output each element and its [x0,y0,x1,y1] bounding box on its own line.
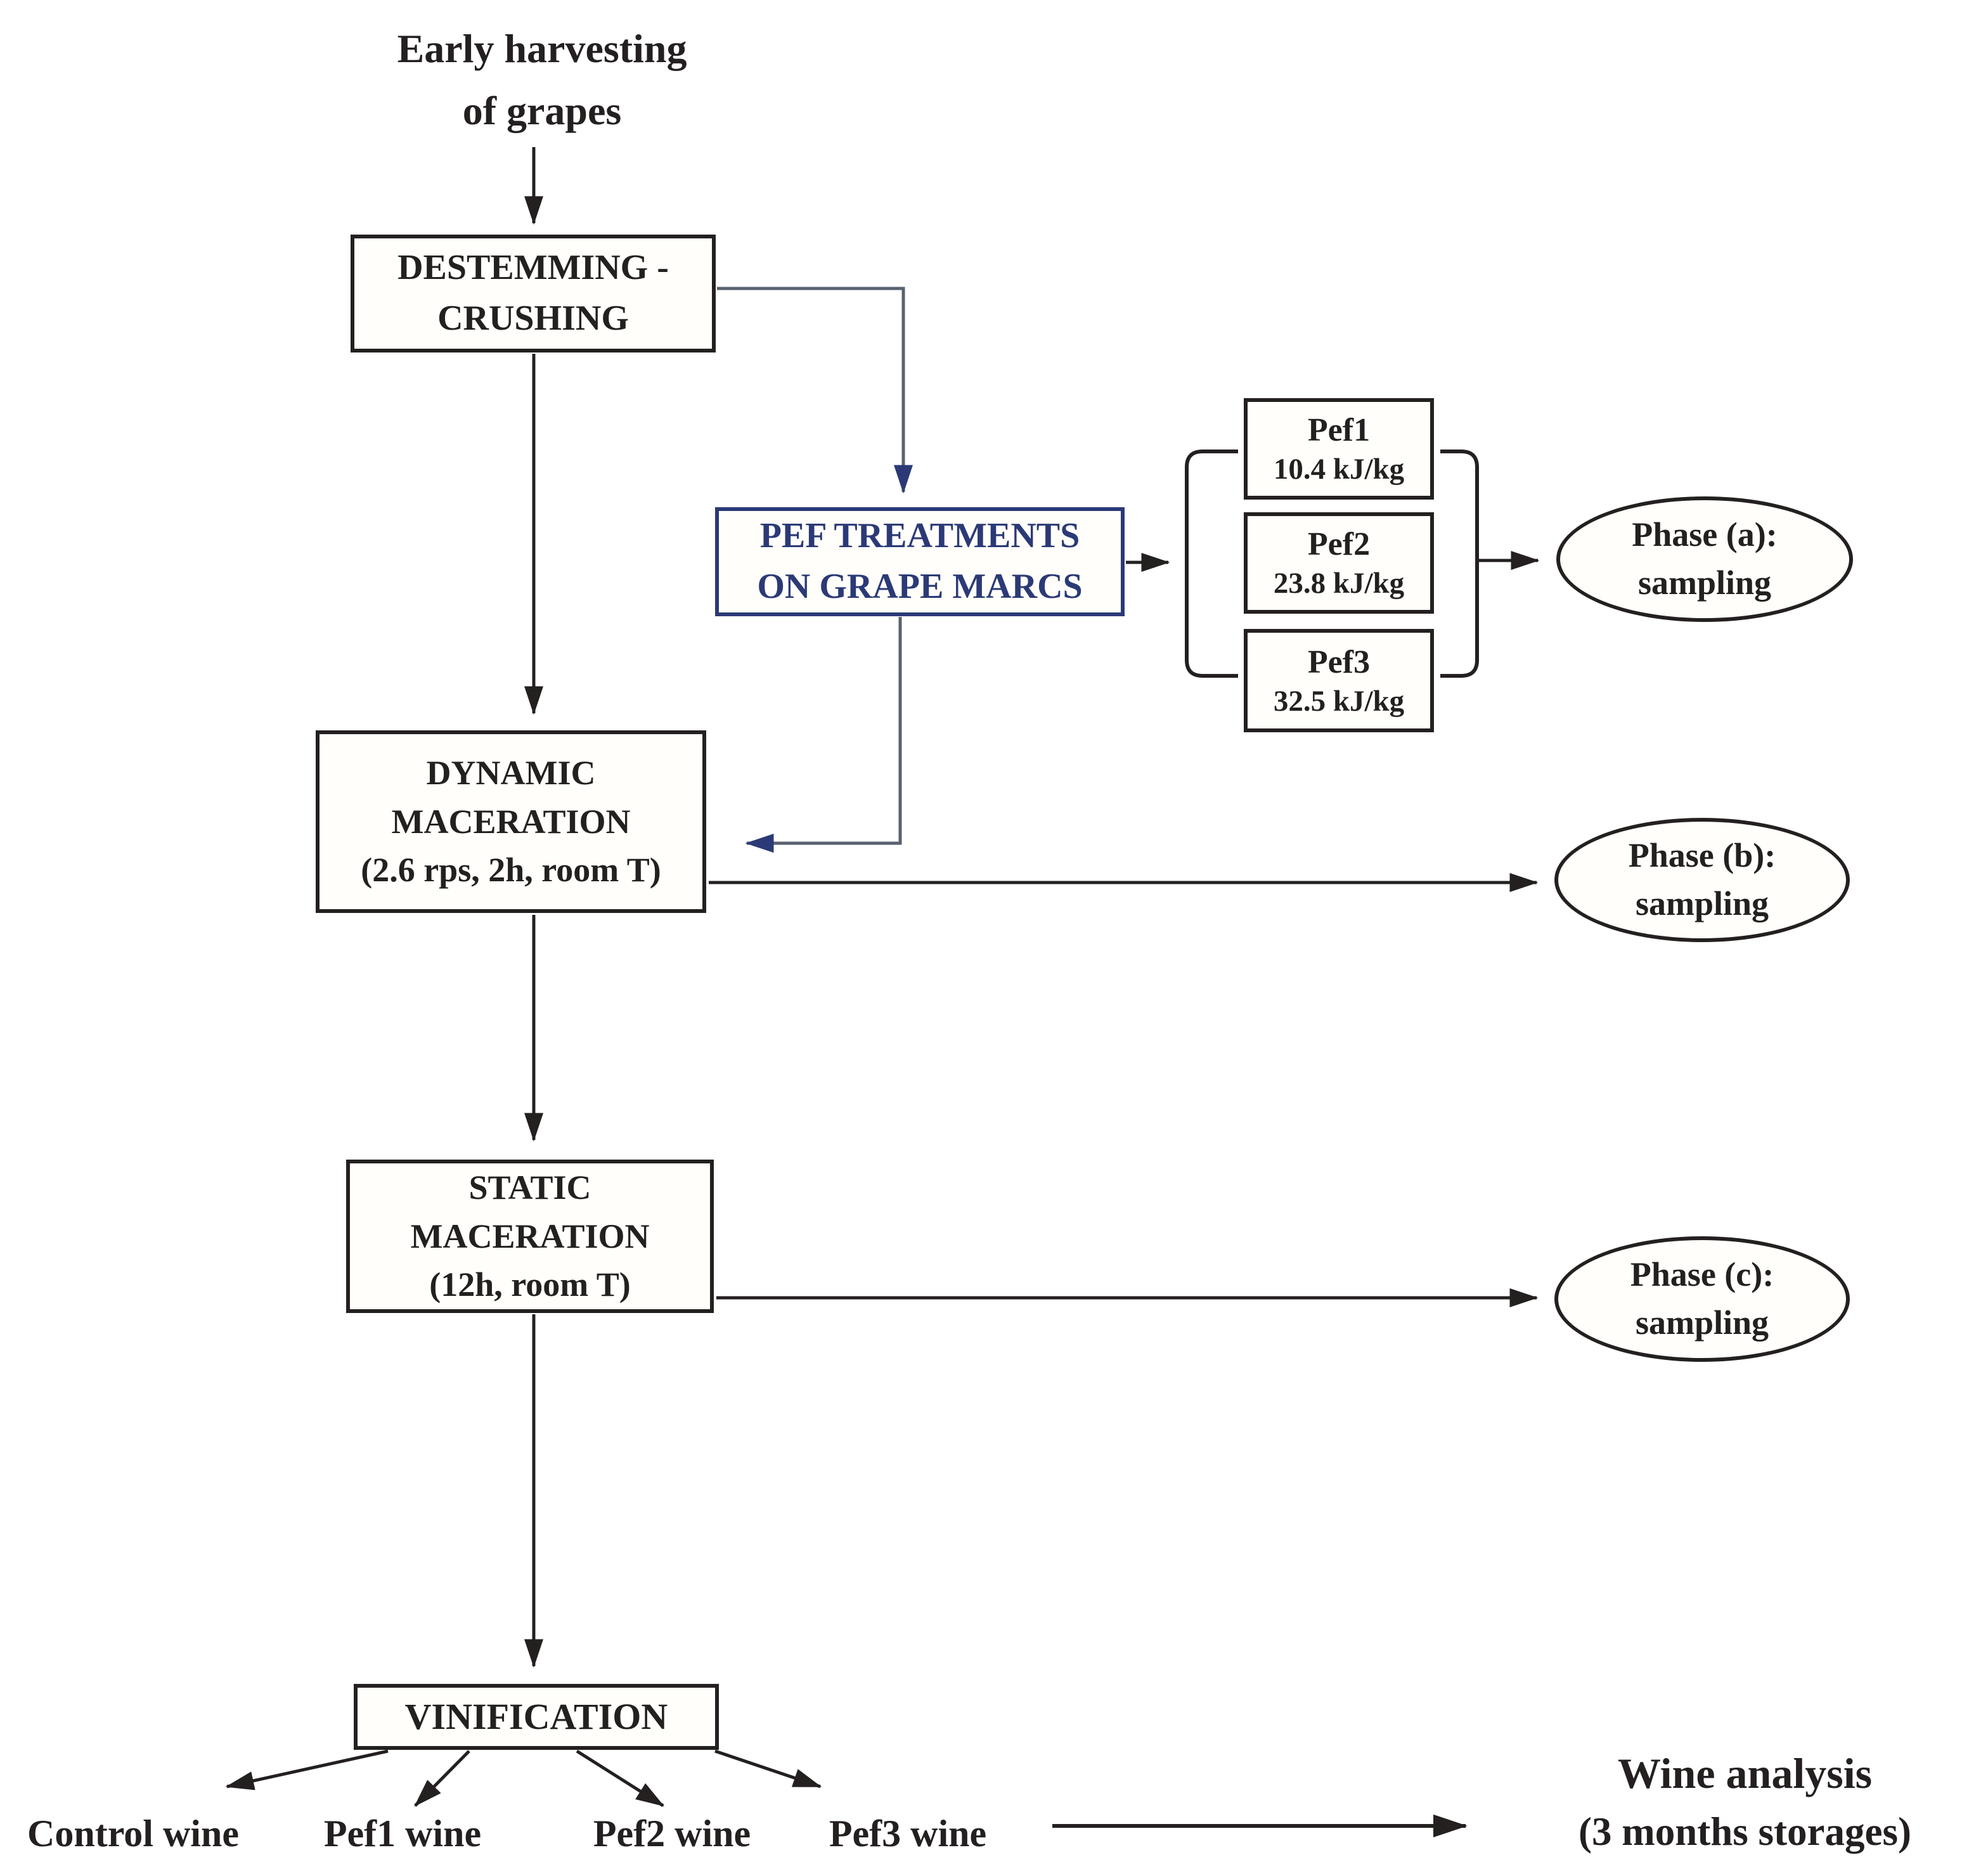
arrow-vinification-to-pef3-wine [714,1749,822,1789]
static-line2: MACERATION [410,1217,650,1255]
vinification-label: VINIFICATION [404,1695,668,1737]
phase-c-ellipse: Phase (c): sampling [1554,1236,1850,1362]
vinification-box: VINIFICATION [354,1684,719,1750]
phase-c-line1: Phase (c): [1630,1255,1774,1294]
dynamic-line3: (2.6 rps, 2h, room T) [361,851,661,889]
elbow-pef-to-dynamic [745,617,902,853]
pef-treatments-line2: ON GRAPE MARCS [757,567,1083,606]
phase-b-line1: Phase (b): [1628,836,1776,875]
destemming-line2: CRUSHING [437,299,629,338]
dynamic-line1: DYNAMIC [426,753,596,792]
phase-a-line2: sampling [1637,564,1772,602]
static-maceration-box: STATIC MACERATION (12h, room T) [346,1160,714,1313]
wine-label-pef3: Pef3 wine [829,1813,987,1854]
phase-b-line2: sampling [1635,884,1769,922]
elbow-destemming-to-pef [717,287,913,494]
wine-analysis-line1: Wine analysis [1617,1749,1873,1797]
wine-label-pef2: Pef2 wine [593,1813,751,1854]
wine-label-control: Control wine [27,1813,239,1854]
phase-a-line1: Phase (a): [1632,515,1778,554]
phase-b-ellipse: Phase (b): sampling [1554,818,1850,942]
source-line1: Early harvesting [397,26,687,71]
pef3-box: Pef3 32.5 kJ/kg [1244,629,1434,732]
pef1-name: Pef1 [1307,412,1371,449]
pef3-energy: 32.5 kJ/kg [1273,684,1405,718]
wine-analysis-label: Wine analysis (3 months storages) [1518,1743,1969,1860]
arrow-vinification-to-control-wine [225,1749,389,1790]
pef2-box: Pef2 23.8 kJ/kg [1244,512,1434,614]
wine-analysis-line2: (3 months storages) [1578,1809,1911,1854]
pef1-energy: 10.4 kJ/kg [1273,453,1405,486]
pef2-energy: 23.8 kJ/kg [1273,567,1405,600]
pef-treatments-box: PEF TREATMENTS ON GRAPE MARCS [715,507,1125,616]
wine-label-pef1: Pef1 wine [323,1813,482,1854]
pef3-name: Pef3 [1307,644,1371,680]
phase-a-ellipse: Phase (a): sampling [1556,496,1853,622]
pef-treatments-line1: PEF TREATMENTS [759,516,1080,556]
destemming-line1: DESTEMMING - [397,248,669,288]
phase-c-line2: sampling [1635,1303,1769,1342]
source-line2: of grapes [462,87,622,133]
bracket-left [1185,450,1238,678]
destemming-box: DESTEMMING - CRUSHING [351,235,716,353]
pef1-box: Pef1 10.4 kJ/kg [1244,398,1434,500]
dynamic-line2: MACERATION [391,802,631,841]
static-line3: (12h, room T) [429,1265,631,1304]
arrow-vinification-to-pef2-wine [576,1749,665,1808]
bracket-right [1440,450,1479,678]
pef2-name: Pef2 [1307,526,1371,563]
dynamic-maceration-box: DYNAMIC MACERATION (2.6 rps, 2h, room T) [316,730,706,913]
static-line1: STATIC [468,1168,591,1206]
source-label: Early harvesting of grapes [336,18,748,142]
arrow-vinification-to-pef1-wine [414,1750,470,1807]
